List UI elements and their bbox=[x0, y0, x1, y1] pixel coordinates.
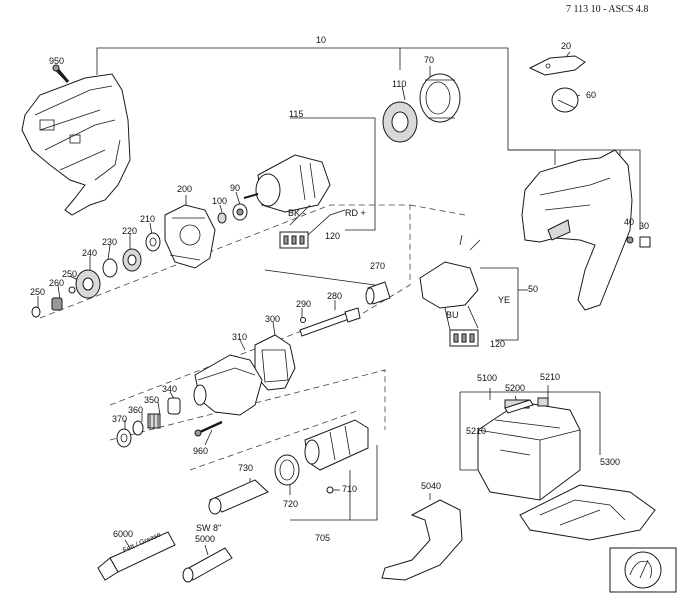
socket-5000 bbox=[182, 547, 233, 583]
bearing-90 bbox=[232, 203, 248, 221]
ball-710 bbox=[326, 486, 334, 494]
screw-950 bbox=[52, 64, 70, 83]
washer-210 bbox=[145, 232, 161, 252]
part-30-40 bbox=[626, 236, 651, 248]
belt-clip-5040 bbox=[381, 499, 463, 581]
spindle-280 bbox=[299, 307, 361, 337]
fan-ring-70 bbox=[419, 73, 461, 123]
fan-110 bbox=[382, 101, 418, 143]
part-250-260 bbox=[31, 286, 76, 318]
case-latch-5200-5210 bbox=[504, 397, 549, 414]
washer-230 bbox=[102, 258, 118, 278]
switch-50 bbox=[419, 234, 481, 347]
assembly-dashed-lines bbox=[39, 204, 466, 471]
washer-100 bbox=[217, 212, 227, 224]
housing-left-half bbox=[21, 73, 131, 216]
cap-60 bbox=[551, 87, 579, 113]
ring-340 bbox=[167, 397, 181, 415]
case-insert bbox=[519, 484, 656, 541]
screw-960 bbox=[194, 420, 223, 437]
motor-115 bbox=[243, 154, 346, 249]
gear-220 bbox=[122, 248, 142, 272]
bit-holder-730 bbox=[208, 479, 269, 515]
ball-290 bbox=[300, 317, 306, 323]
ring-720 bbox=[274, 454, 300, 486]
part-360-370 bbox=[116, 420, 144, 448]
gear-240 bbox=[75, 269, 101, 299]
gear-housing-200 bbox=[164, 204, 216, 269]
gear-case-310 bbox=[193, 354, 263, 416]
depth-stop-705 bbox=[304, 419, 369, 471]
sleeve-270 bbox=[365, 281, 391, 305]
cover-20 bbox=[528, 55, 586, 76]
housing-right-half bbox=[521, 149, 633, 311]
fein-logo bbox=[609, 547, 677, 593]
case-5300 bbox=[477, 399, 581, 501]
spring-350 bbox=[147, 413, 161, 429]
grease-tube-6000 bbox=[97, 531, 176, 581]
